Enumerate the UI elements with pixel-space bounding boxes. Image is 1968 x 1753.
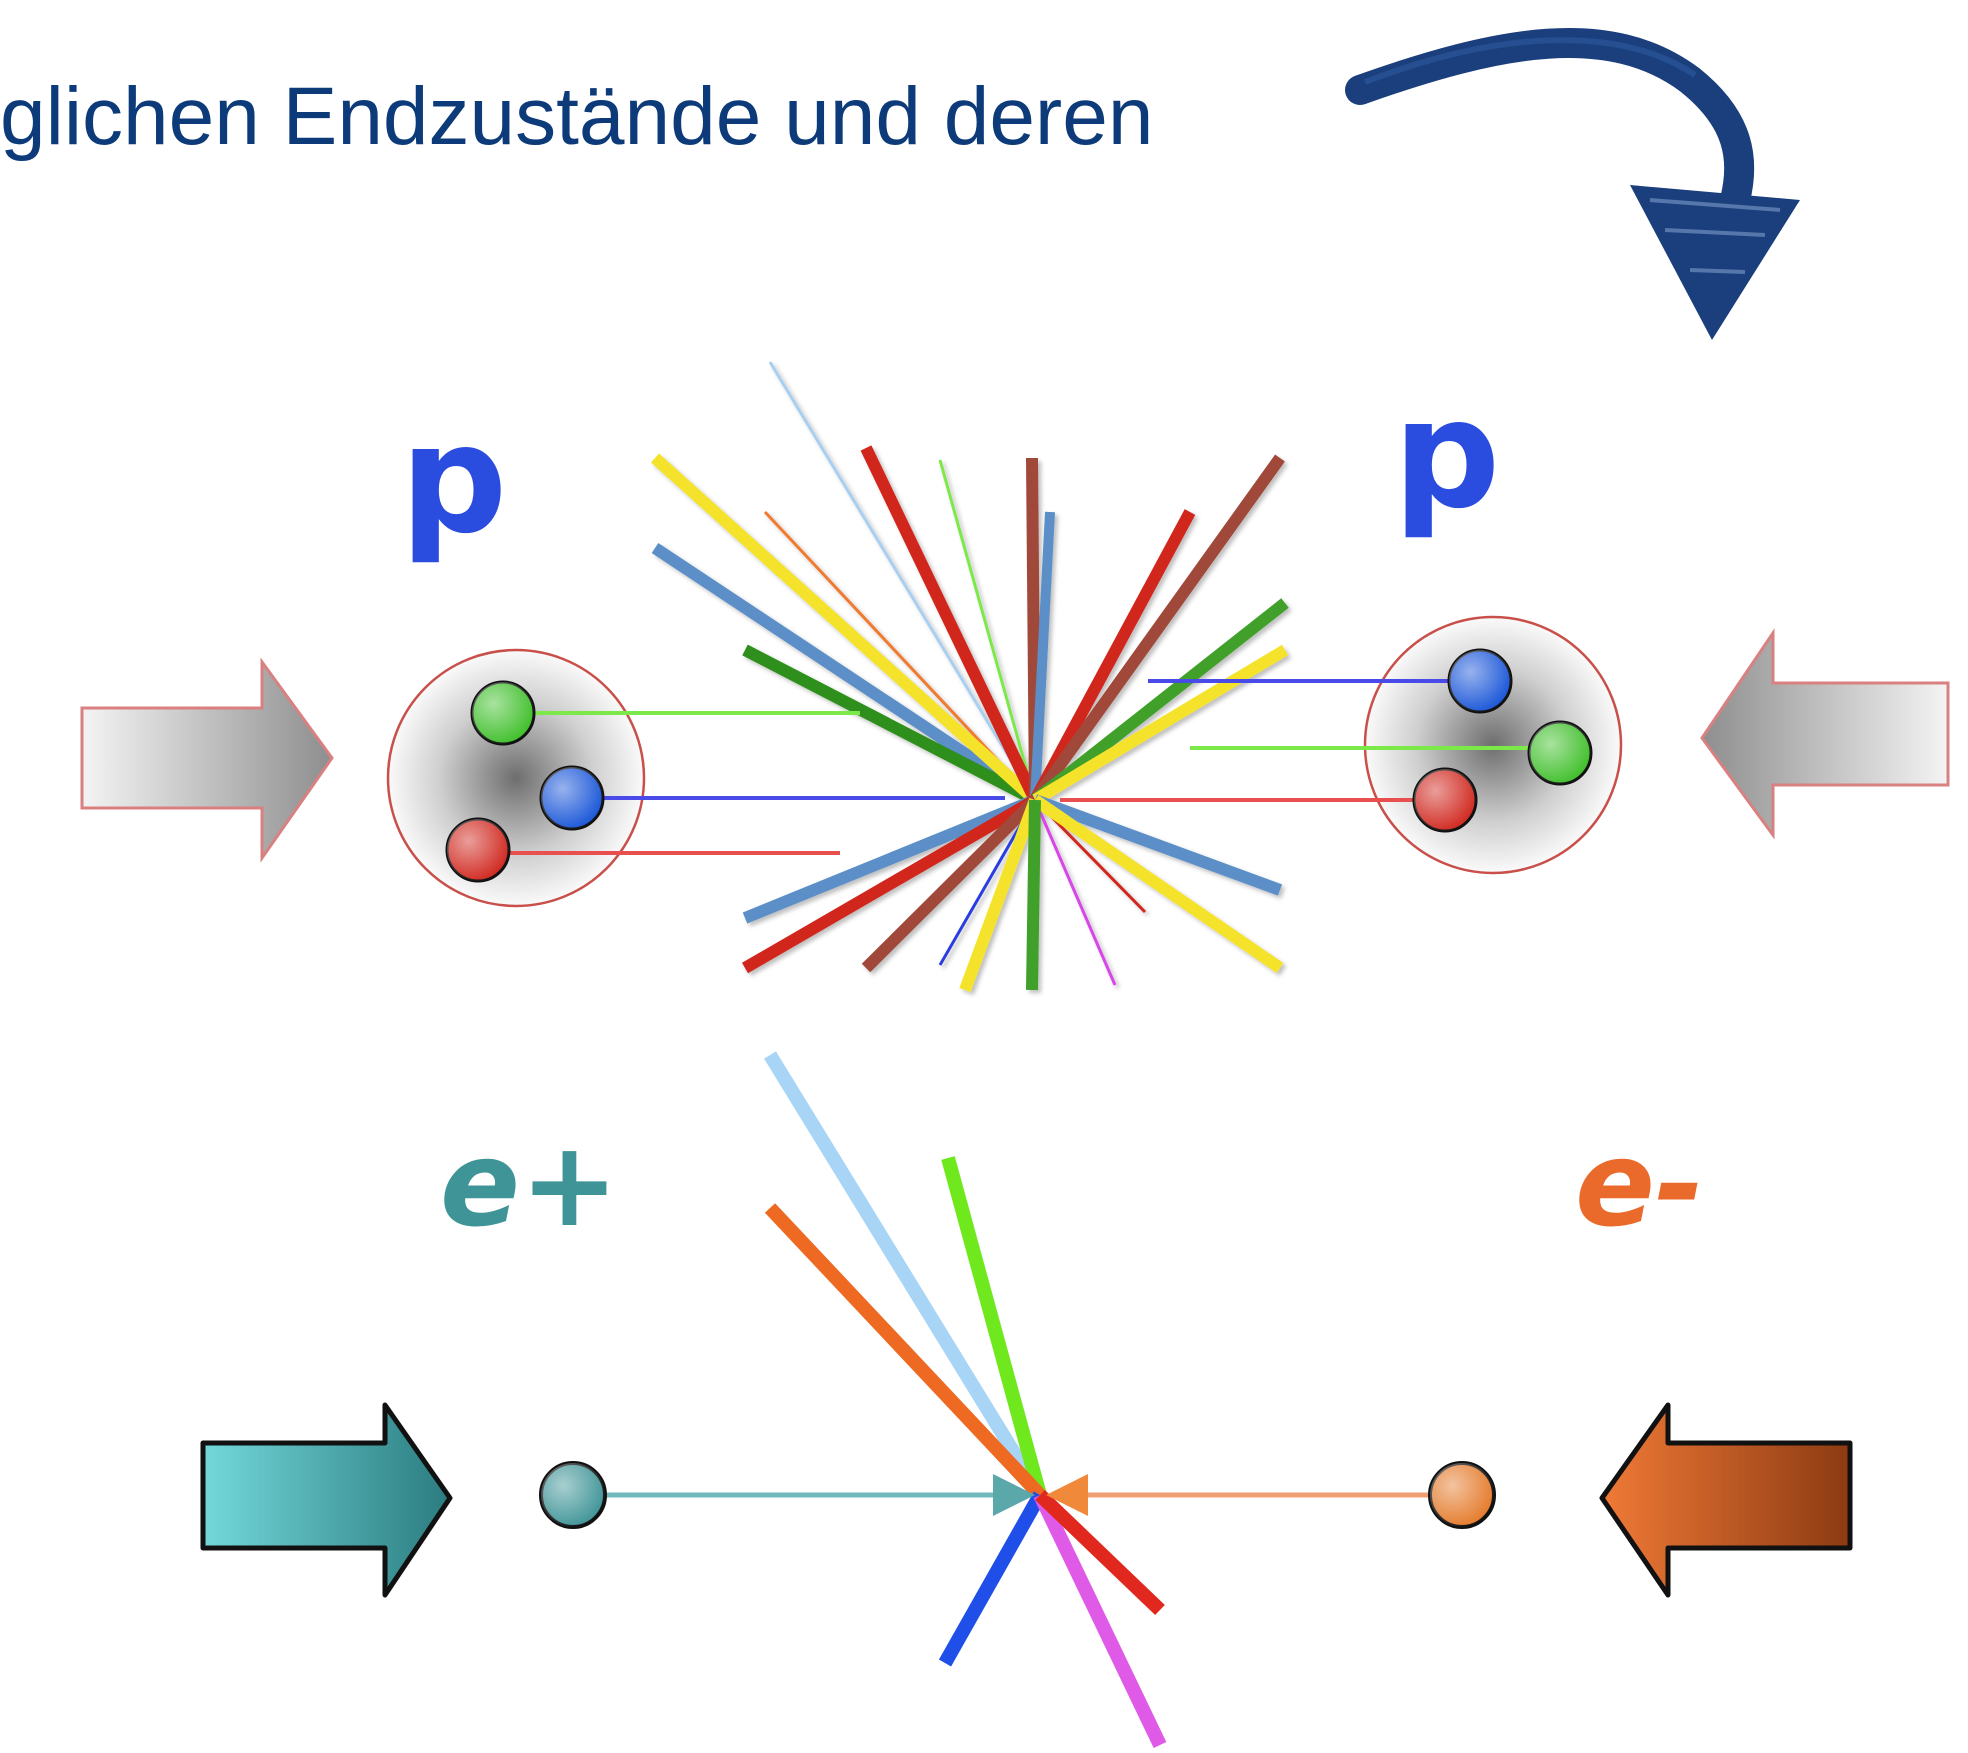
proton-label-right: p bbox=[1393, 380, 1500, 530]
arrow-right-icon bbox=[82, 662, 332, 858]
electron-label: e- bbox=[1575, 1125, 1704, 1243]
curved-arrow-icon bbox=[1360, 40, 1800, 340]
positron-beam bbox=[203, 1405, 1035, 1595]
positron-label: e+ bbox=[440, 1125, 619, 1243]
arrow-left-icon bbox=[1702, 633, 1948, 835]
ee-jets bbox=[770, 1055, 1160, 1745]
electron-beam bbox=[1046, 1405, 1850, 1595]
proton-label-left: p bbox=[400, 405, 507, 555]
pp-jets bbox=[655, 362, 1285, 990]
